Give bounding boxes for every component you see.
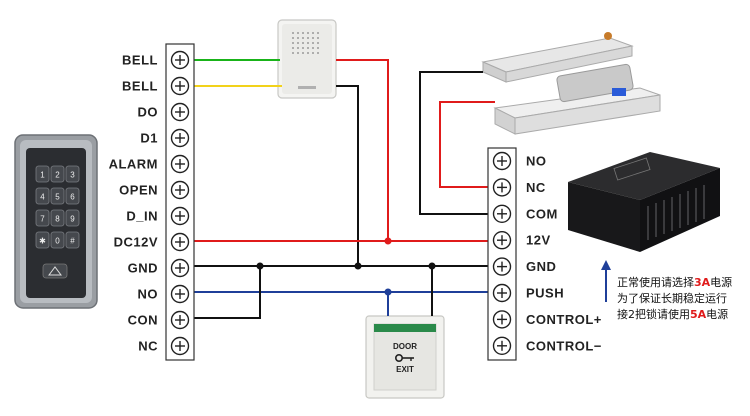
left-terminal-label: NO xyxy=(138,287,159,302)
doorbell-device xyxy=(277,19,337,99)
lock-com-wire xyxy=(419,71,500,215)
right-terminal: GND xyxy=(492,257,556,276)
exit-exit-label: EXIT xyxy=(396,365,414,374)
left-terminal-label: DO xyxy=(138,105,159,120)
svg-text:9: 9 xyxy=(70,215,75,224)
bell-wire-black xyxy=(336,85,359,266)
keypad-device: 1 2 3 4 5 6 7 8 9 ✱ 0 # xyxy=(14,134,98,309)
left-terminal-label: D_IN xyxy=(126,209,158,224)
key-icon xyxy=(394,353,414,362)
left-terminal: CON xyxy=(128,310,190,330)
left-terminal: NC xyxy=(138,336,190,356)
svg-text:✱: ✱ xyxy=(39,237,46,246)
right-terminal: CONTROL+ xyxy=(492,310,602,329)
keypad-key: 3 xyxy=(65,165,80,183)
keypad-key: 7 xyxy=(35,209,50,227)
bell-key xyxy=(42,263,68,279)
right-terminal: 12V xyxy=(492,230,551,250)
left-terminal: DC12V xyxy=(114,232,190,252)
right-terminal-label: NC xyxy=(526,180,546,195)
exit-button-device: DOOR EXIT xyxy=(365,315,445,399)
left-terminal: DO xyxy=(138,102,190,122)
svg-text:5: 5 xyxy=(55,193,60,202)
bell-wire-red xyxy=(336,59,389,241)
right-terminal-label: GND xyxy=(526,259,556,274)
junction-dot xyxy=(384,288,392,296)
left-terminal-block xyxy=(165,43,195,361)
junction-dot xyxy=(354,262,362,270)
left-terminal: BELL xyxy=(122,76,190,96)
left-terminal: OPEN xyxy=(119,180,190,200)
svg-text:0: 0 xyxy=(55,237,60,246)
svg-text:7: 7 xyxy=(40,215,45,224)
keypad-key: 9 xyxy=(65,209,80,227)
right-terminal: NC xyxy=(492,178,546,197)
keypad-key: 5 xyxy=(50,187,65,205)
left-terminal-label: ALARM xyxy=(109,157,158,172)
left-terminal-label: NC xyxy=(138,339,158,354)
junction-dot xyxy=(384,237,392,245)
right-terminal: CONTROL− xyxy=(492,336,602,355)
gnd-con-wire xyxy=(180,266,261,319)
keypad-key: 8 xyxy=(50,209,65,227)
left-terminal-label: BELL xyxy=(122,79,158,94)
junction-dot xyxy=(428,262,436,270)
right-terminal-label: CONTROL− xyxy=(526,338,602,353)
right-terminal-label: CONTROL+ xyxy=(526,312,602,327)
bell-key-icon xyxy=(48,266,62,276)
right-terminal-label: PUSH xyxy=(526,286,564,301)
left-terminal: D_IN xyxy=(126,206,190,226)
keypad-key: 2 xyxy=(50,165,65,183)
svg-text:8: 8 xyxy=(55,215,60,224)
svg-text:#: # xyxy=(70,237,75,246)
left-terminal: GND xyxy=(128,258,190,278)
svg-text:4: 4 xyxy=(40,193,45,202)
left-terminal: NO xyxy=(138,284,190,304)
keypad-key: 4 xyxy=(35,187,50,205)
keypad-key: 6 xyxy=(65,187,80,205)
svg-text:6: 6 xyxy=(70,193,75,202)
right-terminal-label: COM xyxy=(526,206,558,221)
left-terminal-label: CON xyxy=(128,313,158,328)
right-terminal: PUSH xyxy=(492,283,564,303)
note-line-1: 正常使用请选择3A电源 xyxy=(617,275,732,289)
right-terminal: COM xyxy=(492,204,558,224)
left-terminal-label: DC12V xyxy=(114,235,158,250)
left-terminal-label: OPEN xyxy=(119,183,158,198)
note-line-2: 为了保证长期稳定运行 xyxy=(617,291,727,305)
svg-text:3: 3 xyxy=(70,171,75,180)
wires xyxy=(180,59,500,319)
exit-door-label: DOOR xyxy=(393,342,417,351)
junction-dot xyxy=(256,262,264,270)
keypad-key: 0 xyxy=(50,231,65,249)
left-terminal: D1 xyxy=(140,128,190,148)
keypad-key: 1 xyxy=(35,165,50,183)
left-terminal: BELL xyxy=(122,50,190,70)
keypad-key: ✱ xyxy=(35,231,50,249)
left-terminal-label: GND xyxy=(128,261,158,276)
note-arrow xyxy=(601,260,611,302)
left-terminal-label: BELL xyxy=(122,53,158,68)
power-supply xyxy=(568,152,720,252)
lock-nc-wire xyxy=(439,101,500,188)
bolt-lock xyxy=(493,63,661,135)
left-terminal-label: D1 xyxy=(140,131,158,146)
right-terminal: NO xyxy=(492,151,547,171)
note-line-3: 接2把锁请使用5A电源 xyxy=(617,307,728,321)
right-terminal-label: 12V xyxy=(526,233,551,248)
left-terminal: ALARM xyxy=(109,154,190,174)
svg-text:2: 2 xyxy=(55,171,60,180)
magnetic-lock xyxy=(481,32,634,83)
svg-text:1: 1 xyxy=(40,171,45,180)
right-terminal-label: NO xyxy=(526,154,547,169)
keypad-key: # xyxy=(65,231,80,249)
